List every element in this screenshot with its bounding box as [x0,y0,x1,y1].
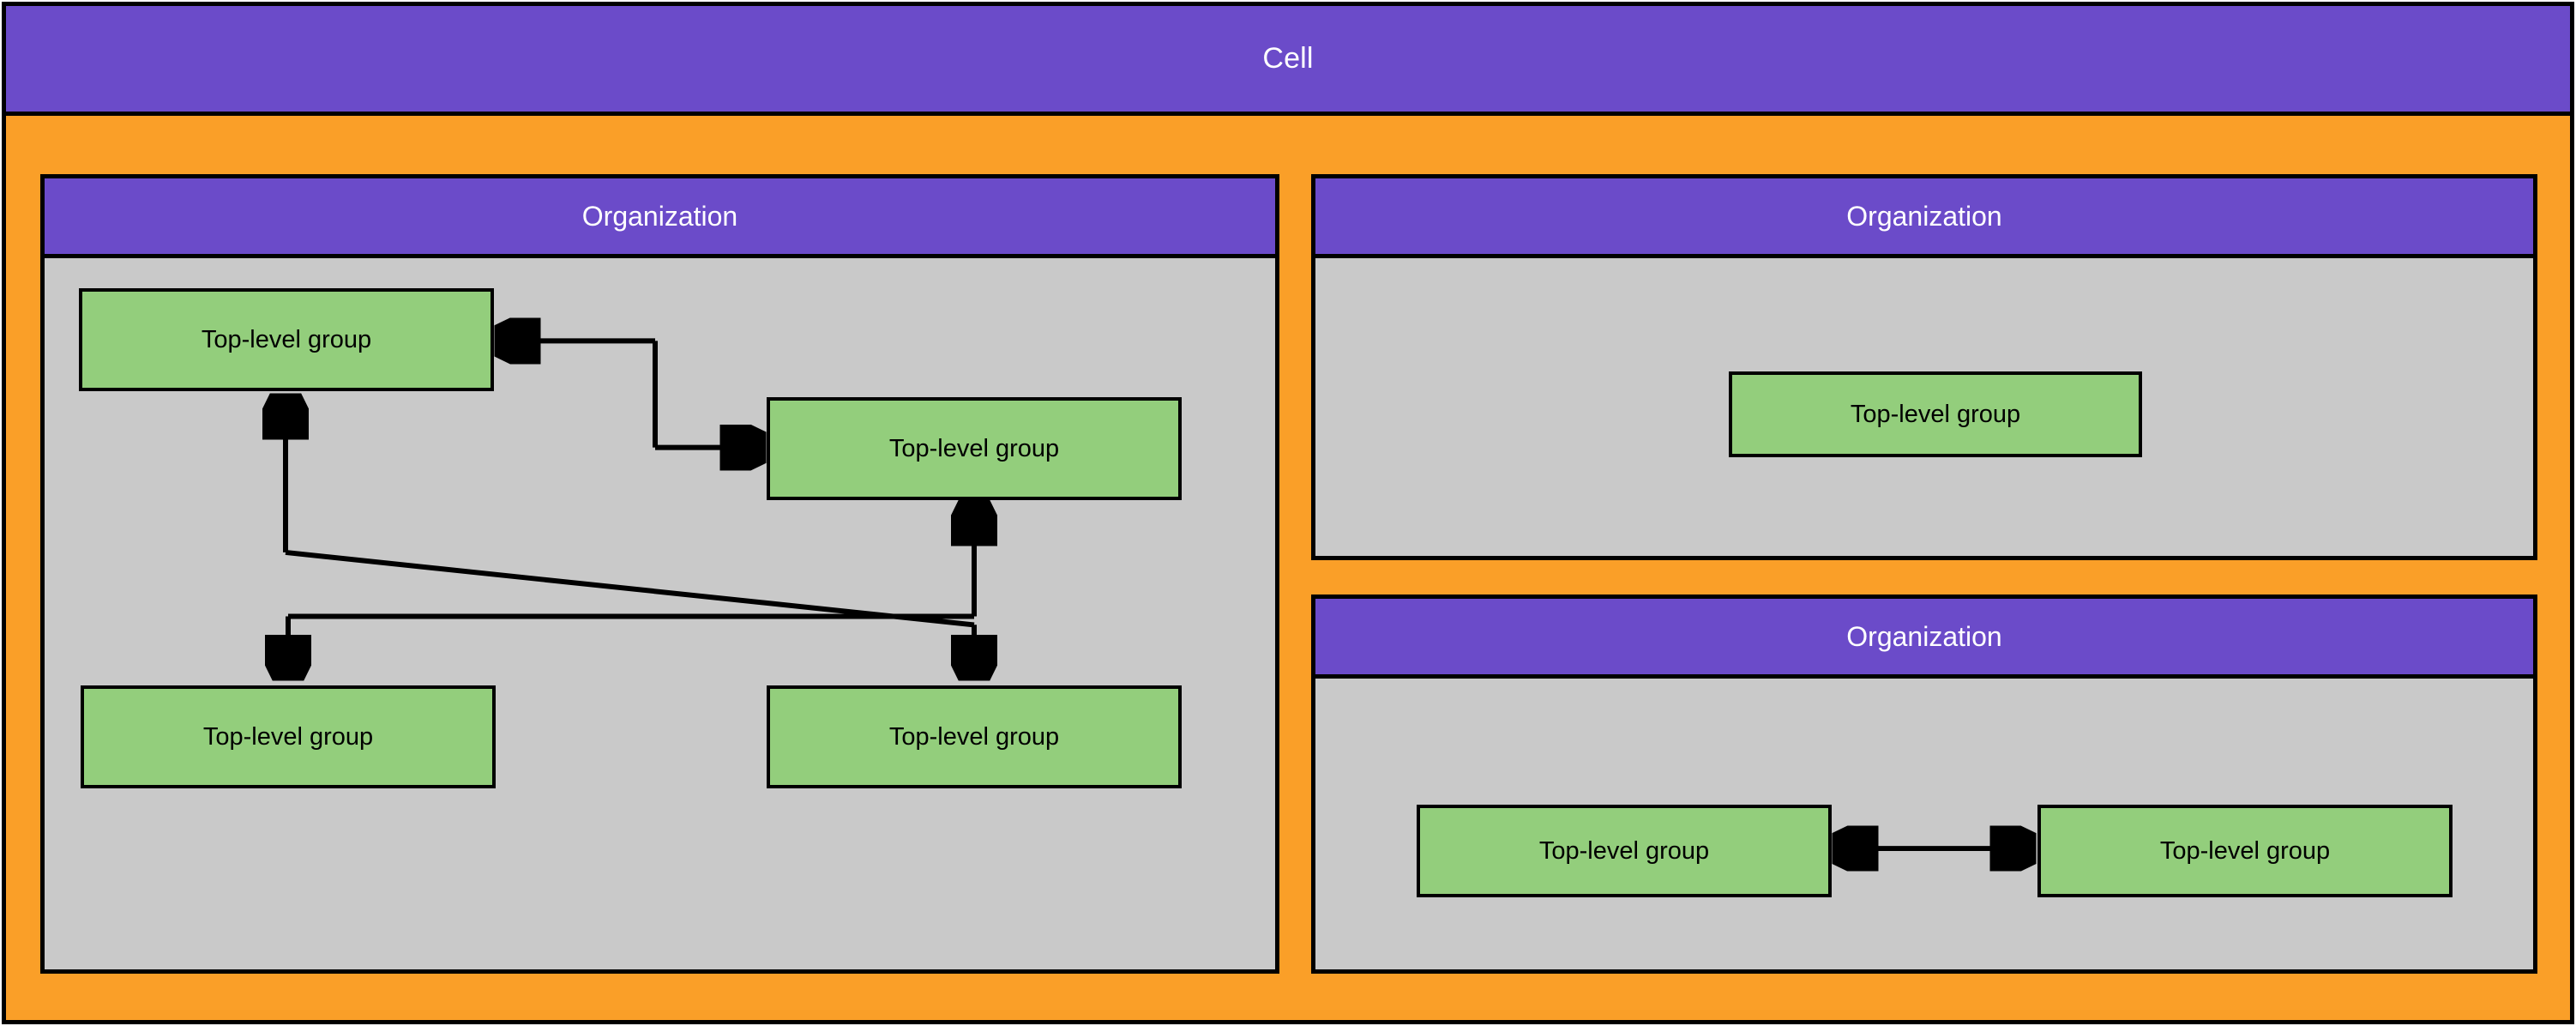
node-label: Top-level group [888,722,1060,751]
cell-header: Cell [6,6,2570,116]
organization-body: Top-level group [1315,258,2533,556]
node-label: Top-level group [1850,400,2021,428]
top-level-group-node[interactable]: Top-level group [2037,805,2453,897]
organization-title: Organization [1846,200,2002,232]
organization-body: Top-level group Top-level group [1315,679,2533,969]
node-label: Top-level group [1538,836,1710,865]
top-level-group-node[interactable]: Top-level group [767,685,1182,788]
node-label: Top-level group [202,722,374,751]
organization-panel-right-top: Organization Top-level group [1311,174,2537,560]
top-level-group-node[interactable]: Top-level group [767,397,1182,500]
organization-body: Top-level group Top-level group Top-leve… [45,258,1275,969]
top-level-group-node[interactable]: Top-level group [79,288,494,391]
node-label: Top-level group [888,434,1060,462]
node-label: Top-level group [2159,836,2331,865]
organization-panel-right-bottom: Organization Top-level group [1311,594,2537,974]
organization-title: Organization [1846,620,2002,652]
organization-panel-left: Organization [40,174,1279,974]
organization-header: Organization [1315,178,2533,258]
cell-title: Cell [1262,42,1314,75]
edge-diagonal-crossing [285,549,975,628]
node-label: Top-level group [201,325,372,353]
organization-title: Organization [581,200,738,232]
organization-header: Organization [1315,599,2533,679]
top-level-group-node[interactable]: Top-level group [81,685,496,788]
top-level-group-node[interactable]: Top-level group [1417,805,1832,897]
top-level-group-node[interactable]: Top-level group [1729,371,2142,457]
organization-header: Organization [45,178,1275,258]
